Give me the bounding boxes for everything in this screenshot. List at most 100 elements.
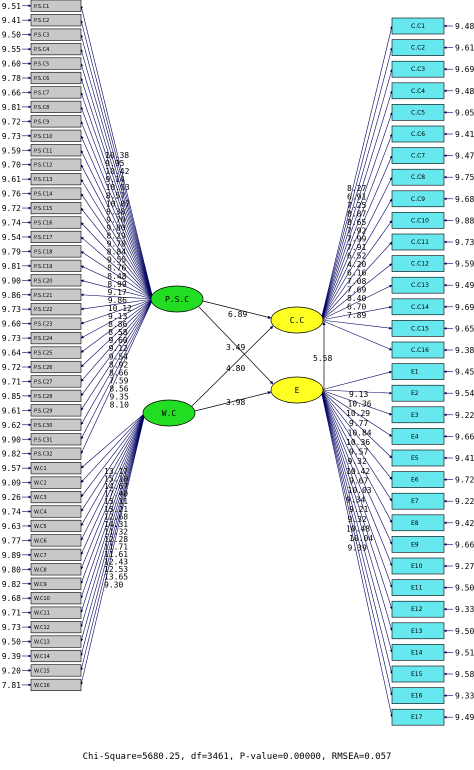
- error-variance: 9.54: [2, 233, 21, 242]
- indicator-box: [391, 212, 445, 229]
- loading-path: [80, 5, 154, 300]
- loading-value: 8.86: [108, 320, 127, 329]
- loading-path: [320, 389, 393, 459]
- structural-path: [198, 306, 274, 385]
- error-variance: 9.42: [455, 519, 474, 528]
- error-variance: 9.82: [2, 580, 21, 589]
- loading-path: [80, 412, 146, 613]
- loading-path: [320, 112, 393, 321]
- indicator-box: [391, 665, 445, 683]
- error-variance: 9.20: [2, 666, 21, 675]
- indicator-label: C.C13: [411, 282, 429, 289]
- indicator-label: E4: [411, 433, 419, 440]
- error-variance: 9.74: [2, 508, 21, 517]
- indicator-box: [391, 384, 445, 402]
- indicator-box: [391, 39, 445, 56]
- loading-value: 14.67: [104, 482, 128, 491]
- loading-path: [80, 207, 154, 300]
- error-variance: 7.81: [2, 681, 21, 690]
- loading-value: 9.70: [107, 240, 126, 249]
- loading-value: 9.30: [104, 580, 123, 589]
- indicator-label: E14: [411, 649, 423, 656]
- indicator-label: C.C4: [411, 88, 425, 95]
- loading-path: [80, 121, 154, 300]
- indicator-box: [391, 557, 445, 575]
- indicator-label: P.S.C20: [34, 278, 52, 284]
- loading-value: 7.59: [109, 376, 128, 385]
- loading-path: [320, 389, 393, 567]
- indicator-box: [391, 125, 445, 143]
- loading-value: 9.67: [349, 476, 368, 485]
- loading-path: [80, 298, 154, 353]
- indicator-box: [30, 100, 82, 113]
- loading-value: 14.31: [104, 520, 128, 529]
- loading-value: 9.35: [110, 393, 129, 402]
- loading-path: [80, 222, 154, 300]
- error-variance: 9.90: [2, 435, 21, 444]
- error-variance: 9.54: [455, 389, 474, 398]
- error-variance: 9.88: [455, 216, 474, 225]
- error-variance: 9.49: [455, 281, 474, 290]
- loading-value: 9.70: [106, 215, 125, 224]
- loading-path: [80, 63, 154, 300]
- indicator-label: C.C6: [411, 131, 425, 138]
- loading-value: 10.07: [106, 199, 130, 208]
- indicator-label: E11: [411, 585, 423, 592]
- indicator-box: [391, 60, 445, 78]
- loading-value: 8.65: [347, 218, 366, 227]
- indicator-label: P.S.C23: [34, 322, 52, 328]
- error-variance: 9.60: [2, 60, 21, 69]
- indicator-box: [30, 490, 82, 504]
- error-variance: 9.73: [2, 334, 21, 343]
- error-variance: 9.66: [455, 432, 474, 441]
- loading-path: [80, 412, 146, 599]
- loading-value: 8.40: [347, 294, 366, 303]
- indicator-label: E3: [411, 412, 419, 419]
- loading-path: [80, 34, 154, 300]
- loading-path: [320, 389, 393, 675]
- indicator-box: [30, 158, 82, 171]
- error-variance: 9.49: [455, 713, 474, 722]
- loading-value: 10.03: [348, 486, 372, 495]
- indicator-label: P.S.C5: [34, 62, 49, 68]
- error-variance: 9.51: [455, 648, 474, 657]
- loading-path: [80, 164, 154, 300]
- indicator-label: P.S.C24: [34, 336, 52, 342]
- loading-path: [320, 389, 393, 653]
- loading-path: [320, 389, 393, 588]
- error-variance: 9.68: [455, 195, 474, 204]
- error-variance: 9.59: [455, 260, 474, 269]
- loading-value: 8.56: [109, 384, 128, 393]
- indicator-label: C.C2: [411, 45, 425, 52]
- error-variance: 9.38: [455, 346, 474, 355]
- error-variance: 9.61: [2, 175, 21, 184]
- error-variance: 9.71: [2, 377, 21, 386]
- loading-value: 10.84: [348, 428, 372, 437]
- loading-path: [80, 92, 154, 300]
- indicator-label: P.S.C30: [34, 423, 52, 429]
- error-variance: 9.41: [2, 16, 21, 25]
- indicator-box: [30, 187, 82, 200]
- indicator-box: [30, 404, 82, 417]
- indicator-label: C.C7: [411, 153, 425, 160]
- indicator-box: [30, 129, 82, 142]
- indicator-box: [391, 492, 445, 510]
- loading-value: 9.13: [108, 312, 127, 321]
- loading-value: 10.36: [346, 438, 370, 447]
- latent-wc-label: W.C: [162, 409, 177, 418]
- path-lines: [22, 4, 453, 719]
- path-coefficient: 3.49: [226, 343, 245, 352]
- loading-path: [320, 389, 393, 395]
- error-variance: 9.70: [2, 161, 21, 170]
- loading-path: [80, 106, 154, 300]
- error-variance: 9.33: [455, 605, 474, 614]
- indicator-box: [30, 14, 82, 27]
- indicator-label: C.C10: [411, 217, 429, 224]
- loading-path: [320, 389, 393, 416]
- loading-value: 8.99: [107, 280, 126, 289]
- loading-value: 12.68: [104, 512, 128, 521]
- indicator-label: P.S.C7: [34, 90, 49, 96]
- indicator-box: [391, 644, 445, 661]
- indicator-label: P.S.C4: [34, 47, 49, 53]
- indicator-label: E9: [411, 541, 419, 548]
